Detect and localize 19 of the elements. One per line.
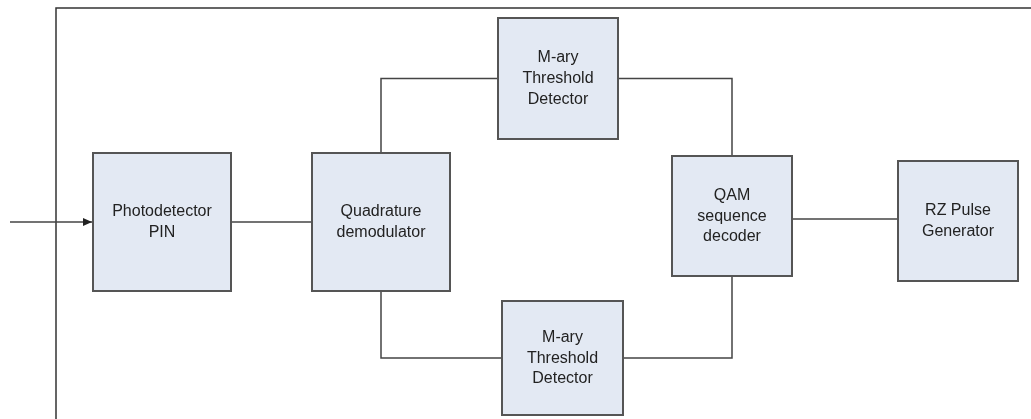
process-box [671, 155, 793, 277]
process-box [92, 152, 232, 292]
connector-line [380, 77, 498, 153]
arrow [9, 218, 93, 226]
box-label: Quadrature demodulator [335, 201, 427, 242]
connector-line [618, 77, 733, 156]
process-box [501, 300, 624, 416]
box-label: Photodetector PIN [111, 201, 213, 242]
process-box [897, 160, 1019, 282]
connector-line [623, 276, 733, 359]
process-box [497, 17, 619, 140]
connector-line [231, 221, 312, 223]
connector-line [792, 218, 898, 220]
box-label: M-ary Threshold Detector [521, 47, 595, 109]
connector-line [380, 291, 502, 359]
box-label: RZ Pulse Generator [920, 200, 995, 241]
box-label: QAM sequence decoder [696, 184, 768, 247]
process-box [311, 152, 451, 292]
box-label: M-ary Threshold Detector [525, 326, 600, 389]
